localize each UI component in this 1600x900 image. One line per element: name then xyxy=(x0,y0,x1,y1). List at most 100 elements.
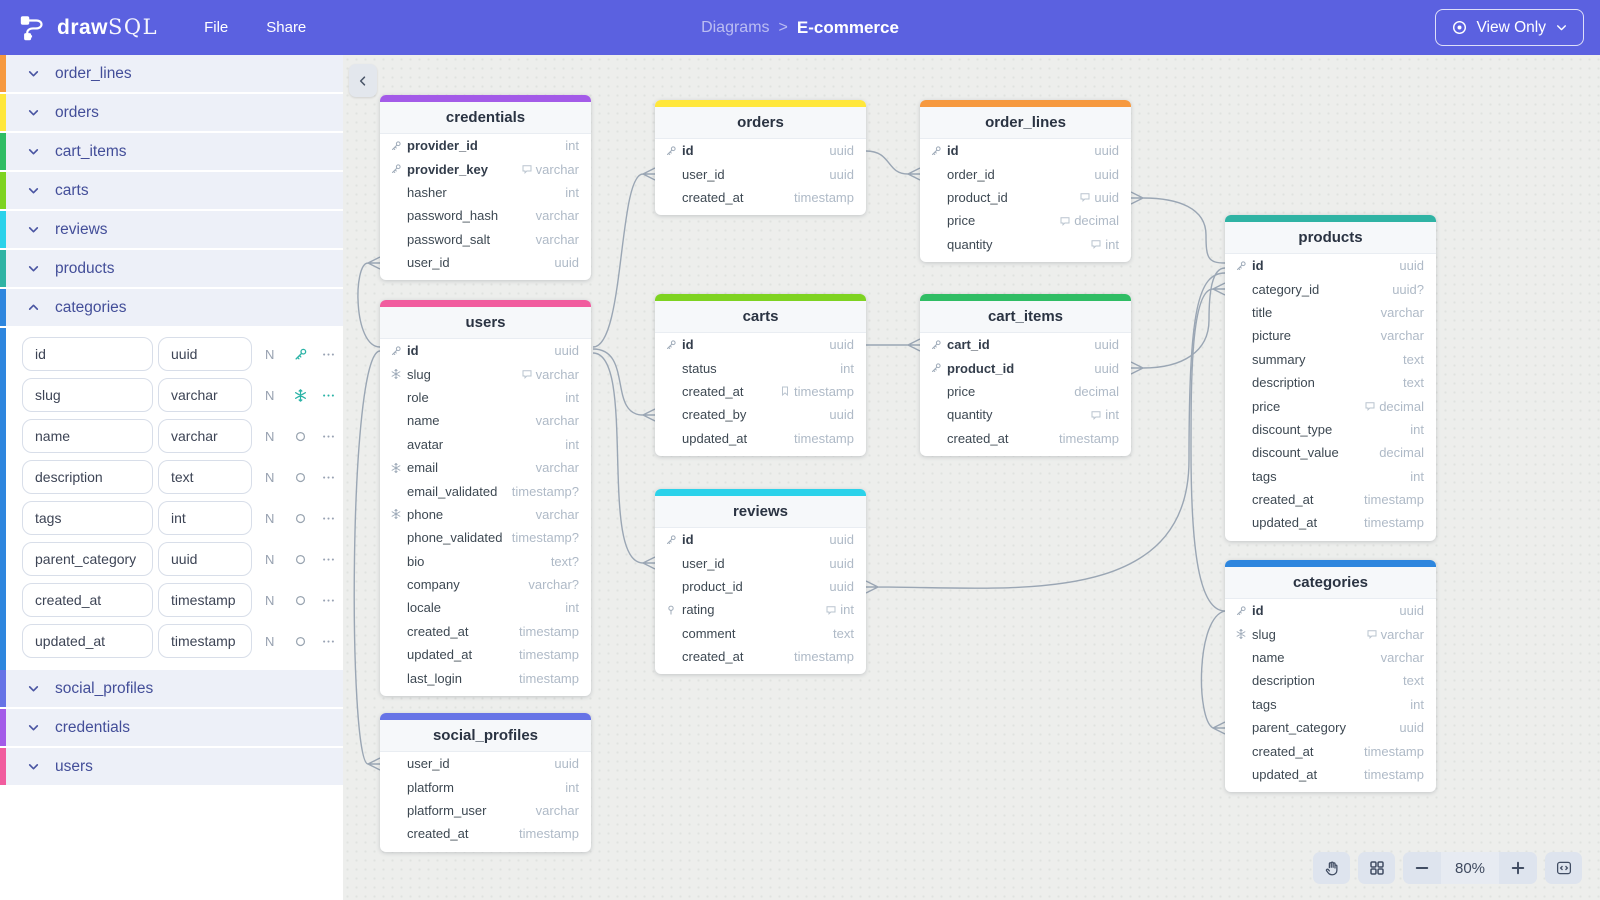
sidebar-item-carts[interactable]: carts xyxy=(0,172,343,209)
zoom-out-button[interactable] xyxy=(1403,852,1441,884)
sidebar-item-categories[interactable]: categories xyxy=(0,289,343,326)
nullable-toggle[interactable]: N xyxy=(264,387,275,403)
key-icon xyxy=(1235,605,1252,617)
nullable-toggle[interactable]: N xyxy=(264,633,275,649)
field-menu-dots-icon[interactable] xyxy=(313,429,343,444)
sidebar-item-order_lines[interactable]: order_lines xyxy=(0,55,343,92)
zoom-in-button[interactable] xyxy=(1499,852,1537,884)
field-type-input[interactable] xyxy=(158,378,252,412)
nullable-toggle[interactable]: N xyxy=(264,469,275,485)
sidebar-item-orders[interactable]: orders xyxy=(0,94,343,131)
field-name: user_id xyxy=(682,555,725,571)
field-type: timestamp xyxy=(1059,430,1119,446)
breadcrumb-diagrams-link[interactable]: Diagrams xyxy=(701,18,770,36)
field-type: int xyxy=(565,138,579,154)
field-name-input[interactable] xyxy=(22,501,153,535)
field-name-input[interactable] xyxy=(22,583,153,617)
nullable-toggle[interactable]: N xyxy=(264,346,275,362)
sidebar-item-label: social_profiles xyxy=(55,679,154,697)
nullable-toggle[interactable]: N xyxy=(264,428,275,444)
field-type: timestamp xyxy=(519,826,579,842)
field-type-input[interactable] xyxy=(158,460,252,494)
field-name: product_id xyxy=(947,360,1015,376)
field-name-input[interactable] xyxy=(22,460,153,494)
field-menu-dots-icon[interactable] xyxy=(313,511,343,526)
field-type: uuid xyxy=(829,578,854,594)
field-type-input[interactable] xyxy=(158,337,252,371)
nullable-toggle[interactable]: N xyxy=(264,510,275,526)
field-menu-dots-icon[interactable] xyxy=(313,593,343,608)
circle-icon[interactable] xyxy=(287,511,313,526)
field-menu-dots-icon[interactable] xyxy=(313,347,343,362)
menu-share[interactable]: Share xyxy=(266,19,307,36)
nullable-toggle[interactable]: N xyxy=(264,551,275,567)
key-icon xyxy=(1235,260,1252,272)
circle-icon[interactable] xyxy=(287,552,313,567)
field-menu-dots-icon[interactable] xyxy=(313,634,343,649)
circle-icon[interactable] xyxy=(287,634,313,649)
field-menu-dots-icon[interactable] xyxy=(313,388,343,403)
field-type: uuid xyxy=(829,532,854,548)
drawsql-logo[interactable]: drawSQL xyxy=(18,13,158,43)
field-type-input[interactable] xyxy=(158,624,252,658)
sidebar-collapse-button[interactable] xyxy=(349,64,377,97)
field-name-input[interactable] xyxy=(22,337,153,371)
field-name-input[interactable] xyxy=(22,542,153,576)
circle-icon[interactable] xyxy=(287,429,313,444)
pan-hand-button[interactable] xyxy=(1313,852,1350,884)
overview-grid-button[interactable] xyxy=(1358,852,1395,884)
field-name: name xyxy=(407,413,440,429)
circle-icon[interactable] xyxy=(287,593,313,608)
field-name: product_id xyxy=(947,189,1008,205)
field-type-input[interactable] xyxy=(158,583,252,617)
field-menu-dots-icon[interactable] xyxy=(313,552,343,567)
field-type-input[interactable] xyxy=(158,419,252,453)
zoom-level-display[interactable]: 80% xyxy=(1441,852,1499,884)
field-name-input[interactable] xyxy=(22,624,153,658)
field-name-input[interactable] xyxy=(22,419,153,453)
field-type-input[interactable] xyxy=(158,542,252,576)
sidebar-item-users[interactable]: users xyxy=(0,748,343,785)
chevron-down-icon xyxy=(27,682,40,695)
sidebar-item-social_profiles[interactable]: social_profiles xyxy=(0,670,343,707)
relationship-connector xyxy=(865,338,921,352)
nullable-toggle[interactable]: N xyxy=(264,592,275,608)
field-type-input[interactable] xyxy=(158,501,252,535)
field-menu-dots-icon[interactable] xyxy=(313,470,343,485)
table-title: reviews xyxy=(655,496,866,528)
field-type: uuid xyxy=(829,337,854,353)
sidebar-item-products[interactable]: products xyxy=(0,250,343,287)
menu-file[interactable]: File xyxy=(204,19,229,36)
sidebar-item-reviews[interactable]: reviews xyxy=(0,211,343,248)
sidebar-item-credentials[interactable]: credentials xyxy=(0,709,343,746)
snowflake-icon[interactable] xyxy=(287,388,313,403)
field-name: created_at xyxy=(1252,492,1314,508)
field-name-input[interactable] xyxy=(22,378,153,412)
field-name: updated_at xyxy=(1252,515,1318,531)
field-name: hasher xyxy=(407,184,447,200)
sidebar-item-cart_items[interactable]: cart_items xyxy=(0,133,343,170)
sidebar-item-label: users xyxy=(55,757,93,775)
field-name: updated_at xyxy=(682,430,748,446)
view-only-button[interactable]: View Only xyxy=(1434,9,1584,46)
circle-icon[interactable] xyxy=(287,470,313,485)
key-icon[interactable] xyxy=(287,347,313,362)
embed-code-button[interactable] xyxy=(1545,852,1582,884)
